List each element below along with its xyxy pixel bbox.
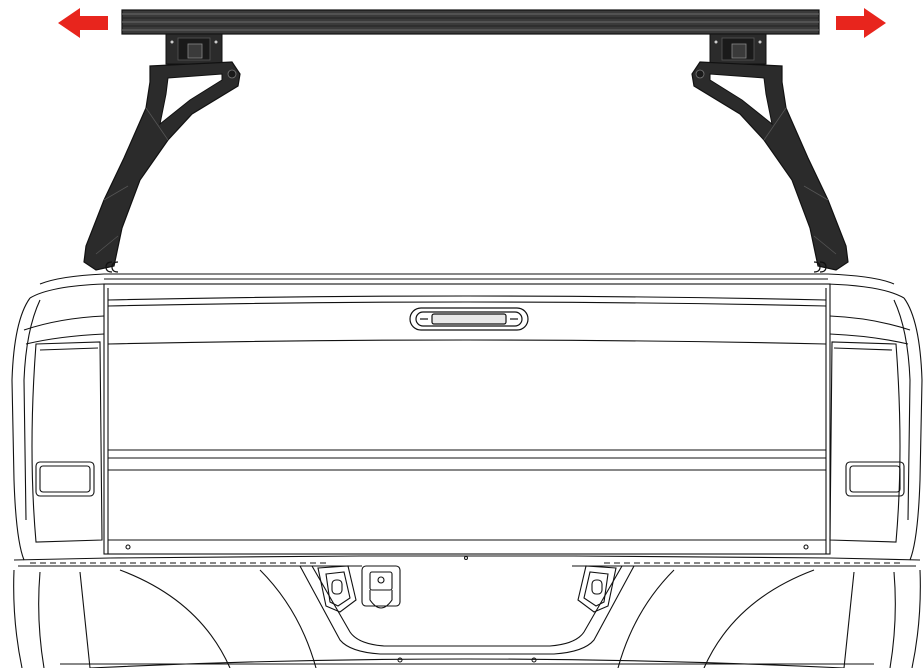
left-upright	[83, 33, 241, 273]
right-tail-light	[829, 341, 905, 543]
left-tail-light	[31, 341, 103, 543]
bumper-bolts	[397, 556, 537, 663]
rear-bumper	[13, 555, 921, 668]
right-upright	[691, 33, 849, 273]
truck-body	[11, 273, 923, 561]
right-tow-hook	[577, 565, 617, 613]
crossbar	[121, 9, 820, 35]
arrow-left-icon	[58, 8, 108, 38]
left-tow-hook	[317, 565, 357, 613]
tailgate	[103, 283, 831, 555]
hitch-receiver	[361, 565, 401, 609]
arrow-right-icon	[836, 8, 886, 38]
tailgate-handle	[409, 307, 529, 331]
